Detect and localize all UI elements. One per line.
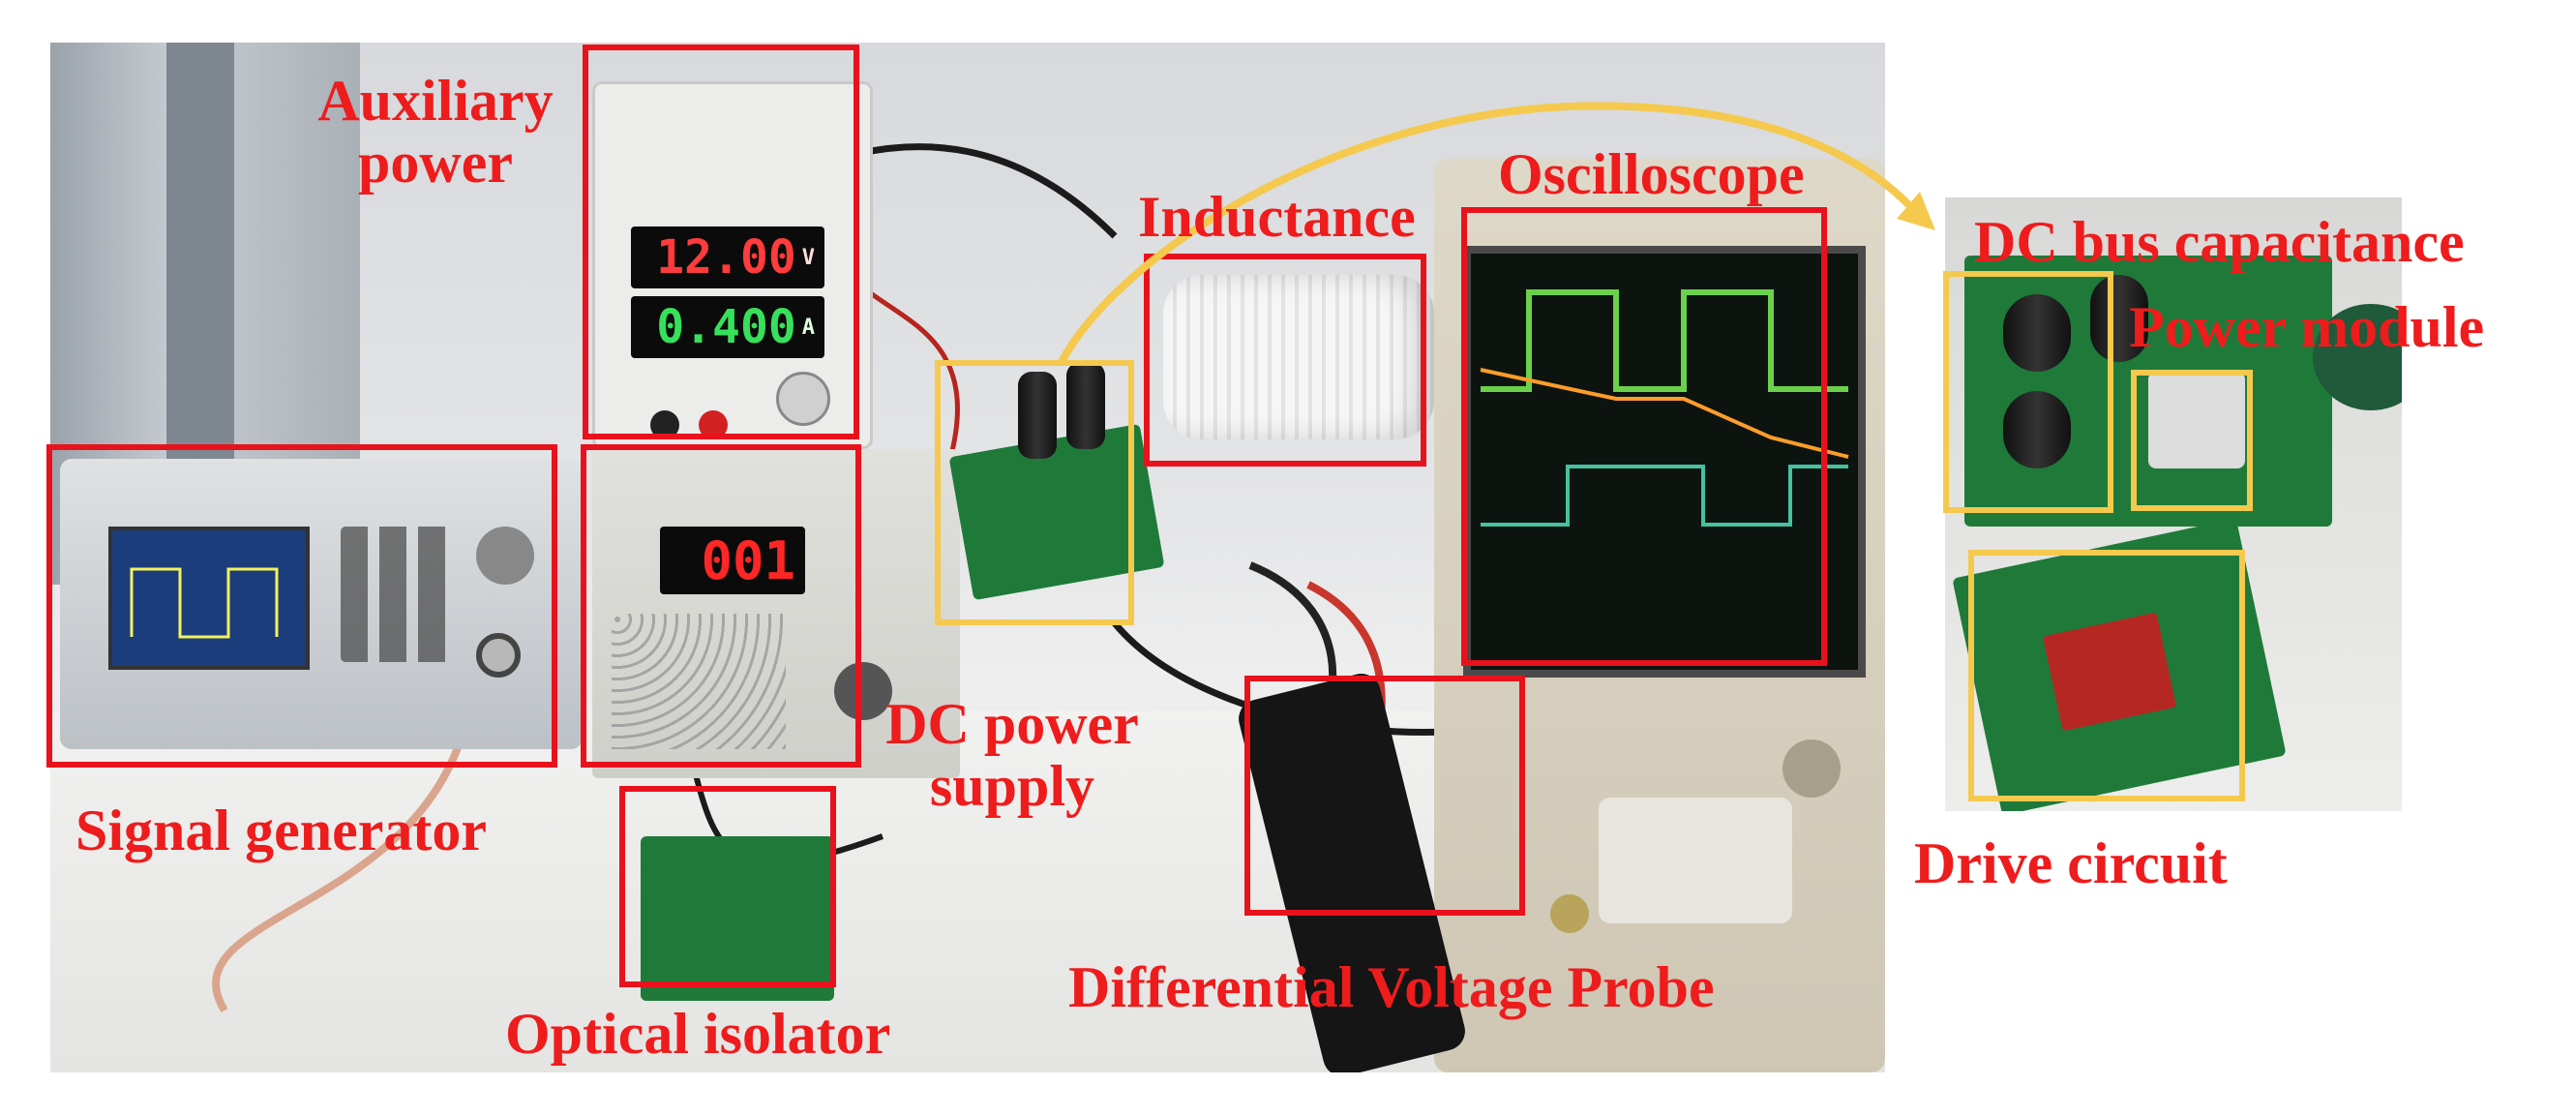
vent-grille <box>612 614 786 749</box>
bus-capacitor-1 <box>2003 294 2071 372</box>
converter-board-box <box>935 360 1134 625</box>
signal-generator-knob <box>476 527 534 585</box>
aux-current-unit: A <box>801 315 815 340</box>
dc-power-supply-device: 001 <box>592 449 960 778</box>
converter-capacitor-2 <box>1066 362 1105 449</box>
optical-isolator-board <box>641 836 834 1001</box>
dc-bus-capacitance-label: DC bus capacitance <box>1974 210 2465 274</box>
optical-isolator-box <box>619 786 836 987</box>
differential-voltage-probe-label: Differential Voltage Probe <box>1068 955 1715 1019</box>
dc-power-supply-label-line-1: DC power <box>885 692 1139 756</box>
inductor-coil <box>1163 275 1434 439</box>
dc-supply-knob <box>834 662 892 720</box>
drive-circuit-box <box>1968 550 2245 801</box>
power-module-box <box>2131 370 2253 511</box>
differential-probe-box <box>1244 676 1525 916</box>
converter-capacitor <box>1018 372 1057 459</box>
dc-bus-capacitance-box <box>1943 271 2113 513</box>
drive-circuit-label: Drive circuit <box>1914 831 2228 895</box>
scope-knob-1 <box>1782 739 1841 798</box>
bus-capacitor-2 <box>2003 391 2071 468</box>
auxiliary-power-label-line-2: power <box>358 131 513 195</box>
dc-supply-display: 001 <box>660 527 805 594</box>
signal-generator-screen <box>108 527 310 670</box>
inductance-label: Inductance <box>1138 185 1416 249</box>
aux-knob-1 <box>776 372 830 426</box>
bus-capacitor-3 <box>2090 275 2148 362</box>
auxiliary-power-label: Auxiliary power <box>290 70 581 194</box>
oscilloscope-box <box>1461 207 1827 666</box>
dc-power-supply-label: DC power supply <box>857 693 1167 817</box>
aux-voltage-display: 12.00 V <box>631 226 824 288</box>
waveform-icon <box>130 567 279 639</box>
optical-isolator-label: Optical isolator <box>505 1002 891 1066</box>
auxiliary-power-box <box>583 45 859 439</box>
probe-head <box>1599 798 1792 923</box>
signal-generator-box <box>46 444 557 768</box>
oscilloscope-label: Oscilloscope <box>1498 142 1805 206</box>
module-photo <box>1945 197 2402 811</box>
current-sensor <box>2313 304 2402 410</box>
signal-generator-device <box>60 459 583 749</box>
scope-channel-connector <box>1550 894 1589 933</box>
power-module-label: Power module <box>2129 295 2485 359</box>
dc-supply-readout: 001 <box>701 529 795 591</box>
keypad <box>341 527 457 662</box>
oscilloscope-waveforms <box>1480 289 1849 527</box>
auxiliary-power-device: 12.00 V 0.400 A <box>592 81 873 449</box>
aux-voltage-unit: V <box>801 245 815 270</box>
auxiliary-power-label-line-1: Auxiliary <box>317 69 554 133</box>
inductance-box <box>1144 254 1426 467</box>
aux-current-readout: 0.400 <box>656 300 796 354</box>
lab-photo: 12.00 V 0.400 A 001 <box>50 43 1885 1072</box>
power-module-device <box>2148 372 2245 468</box>
dc-power-supply-box <box>581 444 861 768</box>
aux-current-display: 0.400 A <box>631 296 824 358</box>
arrow-head-icon <box>1897 192 1935 230</box>
dc-power-supply-label-line-2: supply <box>929 754 1095 818</box>
aux-voltage-readout: 12.00 <box>656 230 796 285</box>
output-connector <box>476 633 521 678</box>
oscilloscope-screen <box>1463 246 1866 678</box>
signal-generator-label: Signal generator <box>75 799 487 862</box>
